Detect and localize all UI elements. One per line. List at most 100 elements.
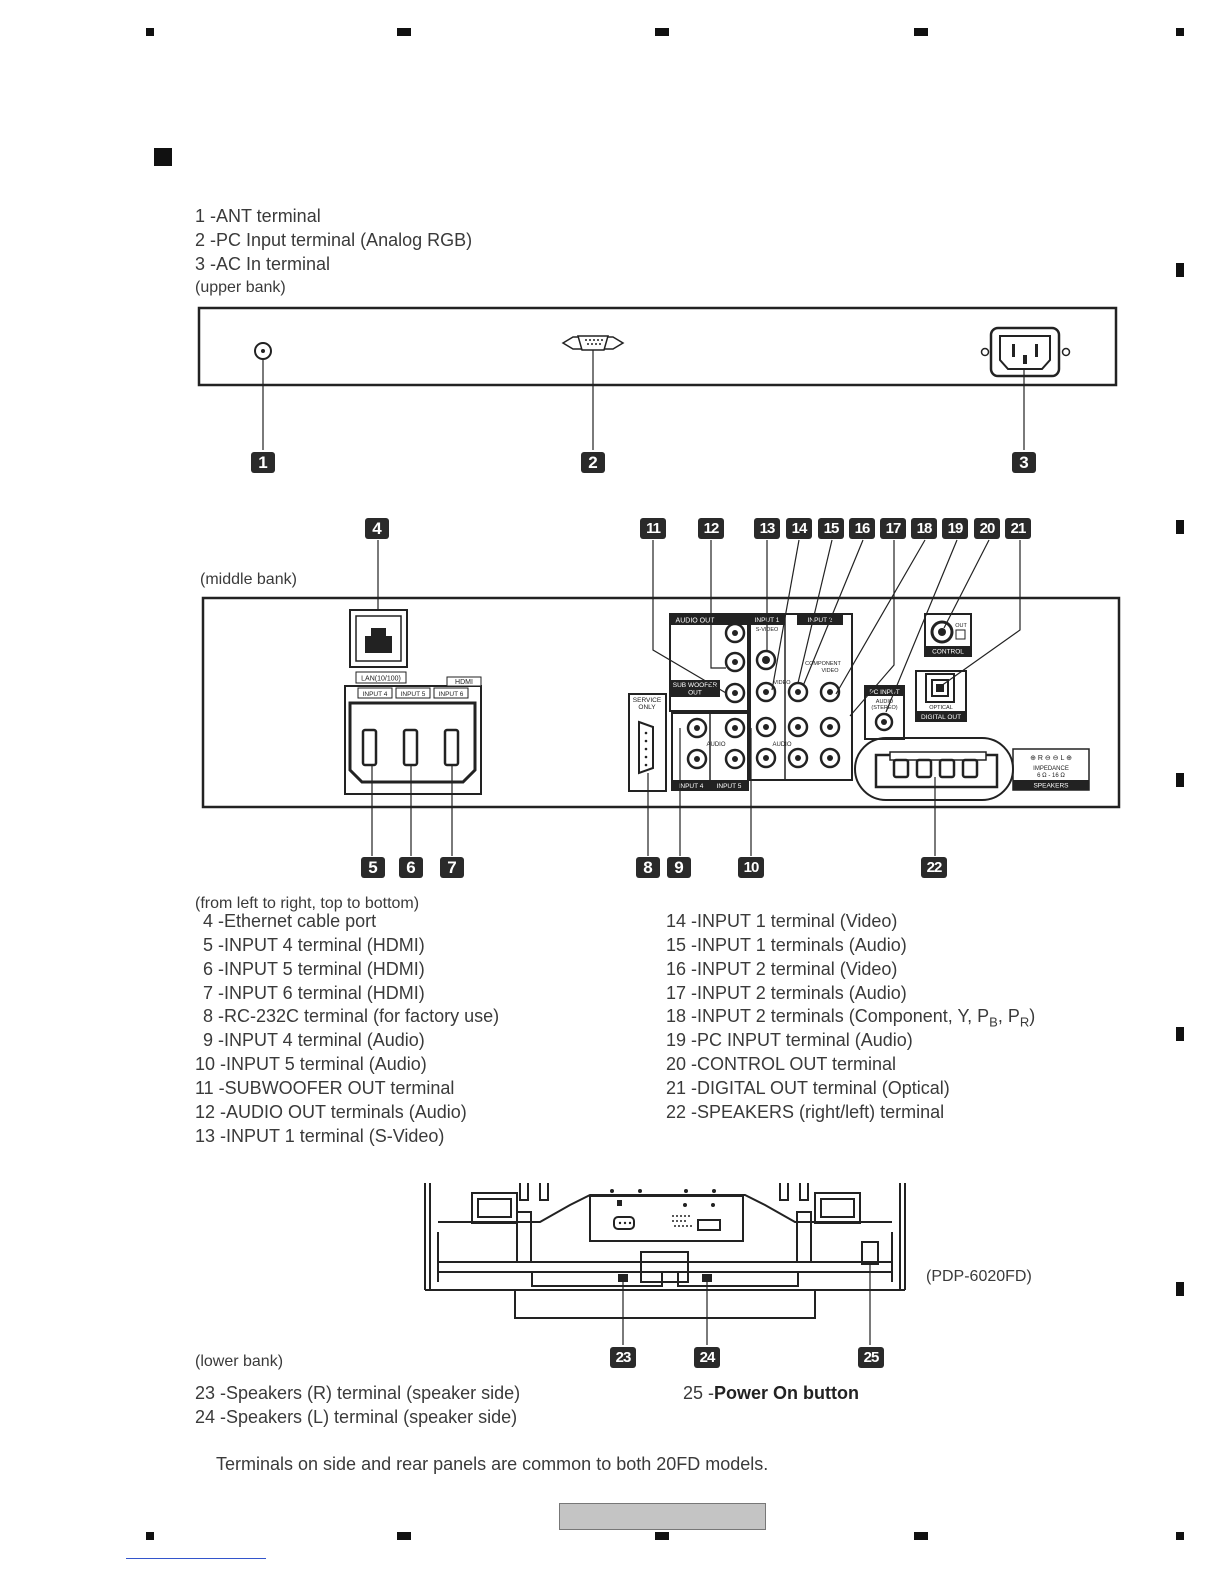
upper-bank-caption: (upper bank) [195,279,286,296]
control-out-label: OUT [955,623,967,629]
registration-mark [1176,773,1184,787]
middle-list-item-16: 16 -INPUT 2 terminal (Video) [666,959,898,979]
middle-list-item-20: 20 -CONTROL OUT terminal [666,1054,897,1074]
audio-out-label: AUDIO OUT [676,618,716,625]
registration-mark [397,28,411,36]
item18-sep: , P [997,1006,1020,1026]
impedance-label: IMPEDANCE [1033,766,1069,772]
middle-list-item-15: 15 -INPUT 1 terminals (Audio) [666,935,907,955]
footer-note: Terminals on side and rear panels are co… [216,1454,769,1474]
item18-text: 18 -INPUT 2 terminals (Component, Y, P [666,1006,990,1026]
middle-list-item-12: 12 -AUDIO OUT terminals (Audio) [195,1102,467,1122]
registration-mark [146,28,154,36]
lan-label: LAN(10/100) [361,676,401,683]
item18-end: ) [1029,1006,1036,1026]
callout-18: 18 [911,518,937,539]
callout-22: 22 [921,857,947,878]
callout-24: 24 [694,1347,720,1368]
callout-5: 5 [361,857,385,878]
callout-12: 12 [698,518,724,539]
speaker-terminal-block: ⊕ R ⊖ ⊖ L ⊕ IMPEDANCE 6 Ω - 16 Ω SPEAKER… [854,737,1090,801]
callout-1: 1 [251,452,275,473]
audio-label-1: AUDIO [706,742,725,748]
input6-label: INPUT 6 [439,691,464,698]
middle-bank-caption: (middle bank) [200,571,297,588]
vga-port-icon [561,335,625,351]
middle-list-item-19: 19 -PC INPUT terminal (Audio) [666,1030,913,1050]
callout-15: 15 [818,518,844,539]
component-label: COMPONENT [805,661,841,667]
input5-label: INPUT 5 [401,691,426,698]
callout-20: 20 [974,518,1000,539]
registration-mark [1176,520,1184,534]
stereo-label: (STEREO) [871,705,897,711]
upper-list-item-2: 2 -PC Input terminal (Analog RGB) [195,230,473,250]
model-label: (PDP-6020FD) [926,1268,1032,1285]
callout-3: 3 [1012,452,1036,473]
page-number-bar [559,1503,766,1530]
speakers-label: SPEAKERS [1033,783,1069,790]
middle-list-item-21: 21 -DIGITAL OUT terminal (Optical) [666,1078,950,1098]
section-bullet [154,148,172,166]
middle-list-item-17: 17 -INPUT 2 terminals (Audio) [666,983,907,1003]
item25-prefix: 25 - [683,1383,715,1403]
callout-23: 23 [610,1347,636,1368]
middle-list-item-18: 18 -INPUT 2 terminals (Component, Y, PB,… [666,1004,1035,1035]
callout-7: 7 [440,857,464,878]
registration-mark [914,28,928,36]
item18-sub-b: B [989,1014,998,1030]
callout-21: 21 [1005,518,1031,539]
callout-6: 6 [399,857,423,878]
registration-mark [1176,1532,1184,1540]
service-only-label: ONLY [638,704,656,711]
lower-bank-caption: (lower bank) [195,1353,284,1370]
video-label: VIDEO [773,680,791,686]
callout-8: 8 [636,857,660,878]
upper-bank-diagram [197,306,1118,450]
sub-woofer-label: SUB WOOFER [673,682,718,689]
order-caption: (from left to right, top to bottom) [195,895,420,912]
footer-link-line [126,1558,266,1559]
hdmi-label: HDMI [455,679,473,686]
lower-list-item-25: 25 -Power On button [683,1381,859,1405]
callout-2: 2 [581,452,605,473]
middle-list-item-10: 10 -INPUT 5 terminal (Audio) [195,1054,427,1074]
callout-17: 17 [880,518,906,539]
pc-input-label: PC INPUT [869,689,899,696]
callout-10: 10 [738,857,764,878]
input5-audio-label: INPUT 5 [717,783,742,790]
callout-25: 25 [858,1347,884,1368]
callout-9: 9 [667,857,691,878]
item18-sub-r: R [1019,1014,1030,1030]
registration-mark [397,1532,411,1540]
registration-mark [1176,263,1184,277]
registration-mark [655,28,669,36]
audio-label-2: AUDIO [772,742,791,748]
lower-bank-diagram [424,1183,906,1345]
input2-label: INPUT 2 [808,617,833,624]
component-video-label: VIDEO [821,668,839,674]
service-label: SERVICE [633,697,662,704]
middle-list-item-8: 8 -RC-232C terminal (for factory use) [203,1006,500,1026]
registration-mark [1176,28,1184,36]
audio-out-block: AUDIO OUT SUB WOOFER OUT [669,613,749,712]
middle-list-item-22: 22 -SPEAKERS (right/left) terminal [666,1102,945,1122]
input4-5-audio-block: INPUT 4 INPUT 5 AUDIO [671,712,749,791]
upper-list-item-3: 3 -AC In terminal [195,254,331,274]
control-out-block: OUT CONTROL [924,613,972,657]
middle-bank-diagram: LAN(10/100) HDMI INPUT 4 INPUT 5 INPUT 6… [201,539,1121,856]
input4-audio-label: INPUT 4 [679,783,704,790]
ohms-label: 6 Ω - 16 Ω [1037,773,1065,779]
callout-19: 19 [942,518,968,539]
registration-mark [914,1532,928,1540]
middle-list-item-14: 14 -INPUT 1 terminal (Video) [666,911,898,931]
svg-text:⊕ R ⊖ ⊖ L ⊕: ⊕ R ⊖ ⊖ L ⊕ [1030,755,1072,762]
digital-out-label: DIGITAL OUT [921,714,961,721]
callout-4: 4 [365,518,389,539]
optical-label: OPTICAL [929,705,953,711]
registration-mark [655,1532,669,1540]
audio-stereo-label: AUDIO [876,699,894,705]
registration-mark [1176,1027,1184,1041]
middle-list-item-6: 6 -INPUT 5 terminal (HDMI) [203,959,425,979]
optical-out-block: OPTICAL DIGITAL OUT [915,670,967,722]
